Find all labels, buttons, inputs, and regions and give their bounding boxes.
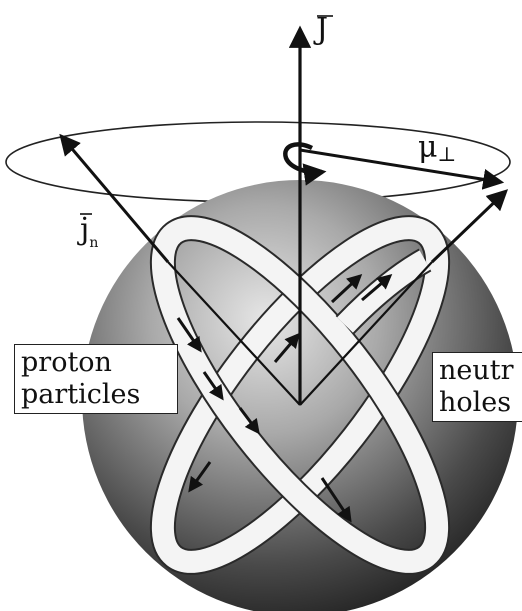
J-label: J (316, 12, 329, 47)
flow-arrow (188, 461, 212, 493)
flow-arrow (238, 407, 260, 435)
flow-arrow (361, 274, 393, 302)
jn-label: jn (80, 214, 98, 259)
mu-perp-vector-arrow (299, 148, 505, 190)
proton-particles-label: proton particles (14, 344, 178, 414)
jp-vector-arrow (430, 189, 509, 264)
proton-orbit-ring (149, 215, 451, 575)
flow-arrow (202, 371, 224, 401)
proton-coupling-line (167, 261, 301, 406)
flow-arrow (320, 477, 352, 523)
flow-arrow (273, 332, 300, 363)
neutron-holes-label: neutr holes (432, 352, 522, 422)
n-subscript: n (89, 235, 99, 251)
flow-arrow (330, 273, 363, 304)
jn-vector-arrow (59, 133, 170, 263)
rotation-curl-icon (283, 142, 327, 186)
mu-symbol: μ (418, 130, 438, 165)
holes-line: holes (439, 387, 512, 418)
perp-subscript: ⊥ (437, 142, 457, 166)
ring-flow-arrows (176, 273, 393, 523)
neutron-orbit-ring (149, 215, 451, 575)
particles-line: particles (21, 379, 141, 410)
mu-perp-label: μ⊥ (418, 132, 456, 170)
neutr-line: neutr (439, 355, 514, 386)
neutron-coupling-line (299, 261, 433, 406)
flow-arrow (176, 317, 202, 353)
j-symbol: j (80, 212, 90, 247)
proton-line: proton (21, 347, 112, 378)
